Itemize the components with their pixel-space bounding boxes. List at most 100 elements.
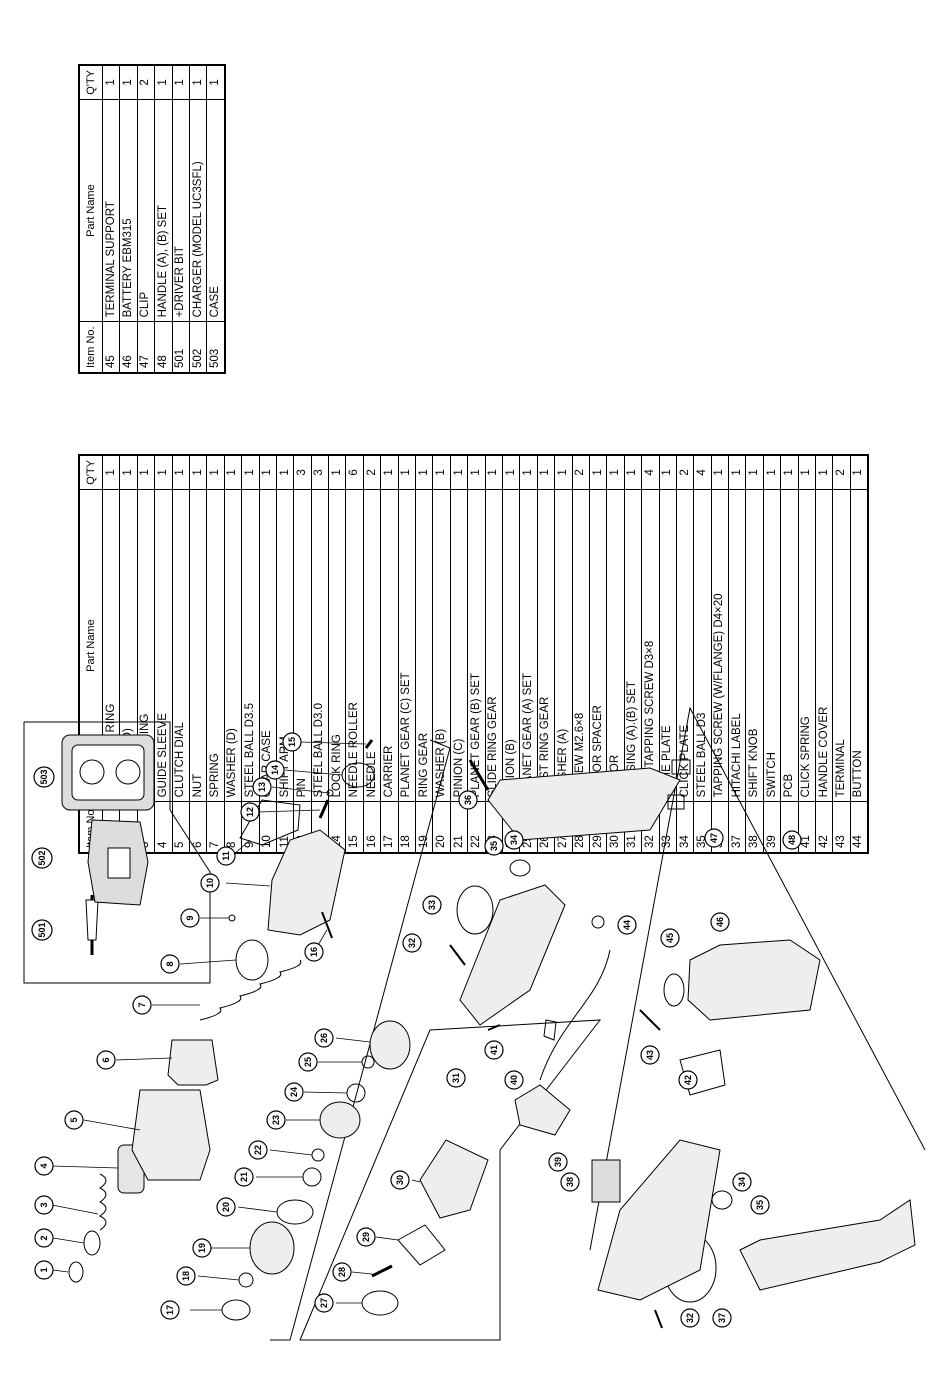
callout-circle [560,1172,580,1192]
callout-label: 32 [685,1313,695,1323]
callout-label: 46 [715,917,725,927]
callout-label: 20 [221,1202,231,1212]
callout-circle [132,995,152,1015]
callout-circle [192,1238,212,1258]
callout-502: 502 [31,847,53,869]
callout-label: 48 [787,835,797,845]
callout-circle [34,1260,54,1280]
guide-spring-drawing [99,1173,107,1231]
callout-circle [504,830,524,850]
callout-label: 39 [553,1157,563,1167]
callout-circle [160,1300,180,1320]
callout-30: 30 [390,1170,410,1190]
flat-tapping-screw-lower-drawing [654,1309,663,1329]
slide-ring-gear-drawing [319,1101,361,1139]
callout-circle [314,1293,334,1313]
needle-roller-drawing [364,739,374,749]
planet-gear-a-drawing [361,1055,375,1069]
callout-36: 36 [458,790,478,810]
callout-label: 503 [39,769,49,784]
battery-drawing [687,939,821,1021]
callout-15: 15 [282,732,302,752]
callout-circle [34,1228,54,1248]
callout-2: 2 [34,1228,54,1248]
driver-bit-drawing [85,895,99,955]
callout-circle [298,1052,318,1072]
retaining-ring-drawing [68,1261,84,1283]
callout-circle [782,830,802,850]
callout-label: 36 [463,795,473,805]
callout-circle [160,954,180,974]
pinion-b-drawing [346,1083,366,1103]
callout-circle [660,928,680,948]
button-drawing [591,915,605,929]
callout-label: 33 [427,900,437,910]
callout-circle [422,895,442,915]
callout-41: 41 [484,1040,504,1060]
callout-circle [678,1070,698,1090]
callout-circle [704,828,724,848]
first-ring-gear-drawing [369,1020,411,1070]
gear-assembly-envelope [299,1019,602,1341]
callout-label: 35 [489,841,499,851]
callout-47: 47 [704,828,724,848]
screw-drawing [371,1264,393,1278]
accessory-box-outline [23,721,211,984]
callout-label: 44 [622,920,632,930]
callout-circle [458,790,478,810]
callout-circle [96,1050,116,1070]
callout-circle [216,1197,236,1217]
callout-37: 37 [712,1308,732,1328]
clip-drawing [671,759,691,775]
planet-gear-c-drawing [238,1272,254,1288]
callout-35: 35 [484,836,504,856]
callout-43: 43 [640,1045,660,1065]
housing-lower-drawing [597,1139,721,1301]
callout-label: 34 [509,835,519,845]
callout-39: 39 [548,1152,568,1172]
ring-gear-drawing [249,1221,295,1275]
callout-circle [504,1070,524,1090]
callout-label: 6 [101,1057,111,1062]
callout-48: 48 [782,830,802,850]
callout-34: 34 [504,830,524,850]
callout-label: 10 [205,878,215,888]
steel-ball-drawing [228,914,236,922]
callout-circle [484,1040,504,1060]
callout-label: 501 [37,922,47,937]
housing-b-drawing [487,767,681,841]
planet-gear-b-drawing [311,1148,325,1162]
callout-label: 38 [565,1177,575,1187]
callout-27: 27 [314,1293,334,1313]
callout-circle [304,942,324,962]
pcb-wiring-drawing [539,949,611,1081]
nut-drawing [167,1039,219,1086]
callout-22: 22 [248,1140,268,1160]
callout-label: 2 [39,1235,49,1240]
callout-28: 28 [332,1262,352,1282]
callout-label: 26 [319,1033,329,1043]
callout-label: 45 [665,933,675,943]
shift-knob-drawing [591,1159,621,1203]
callout-42: 42 [678,1070,698,1090]
callout-circle [284,1082,304,1102]
callout-circle [34,1156,54,1176]
callout-label: 41 [489,1045,499,1055]
callout-label: 37 [717,1313,727,1323]
callout-label: 9 [185,915,195,920]
callout-24: 24 [284,1082,304,1102]
callout-4: 4 [34,1156,54,1176]
callout-label: 8 [165,961,175,966]
callout-circle [732,1172,752,1192]
callout-19: 19 [192,1238,212,1258]
click-plate-drawing [509,859,531,877]
callout-circle [390,1170,410,1190]
handle-drawing [739,1199,916,1291]
callout-label: 18 [181,1271,191,1281]
callout-circle [234,1167,254,1187]
callout-label: 13 [257,782,267,792]
callout-label: 32 [407,938,417,948]
callout-circle [710,912,730,932]
callout-circle [314,1028,334,1048]
callout-21: 21 [234,1167,254,1187]
